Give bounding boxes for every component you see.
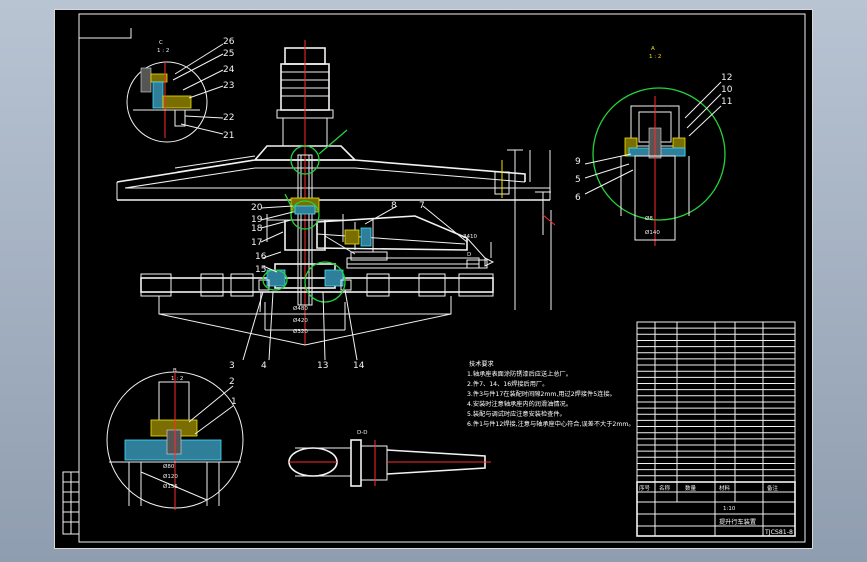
svg-text:Ø420: Ø420 [293,317,308,324]
callout-5: 5 [575,175,581,185]
callout-11: 11 [721,97,732,107]
section-dd: D-D [288,430,491,487]
svg-text:Ø480: Ø480 [293,305,308,312]
detail-right: A 1 : 2 Ø8 Ø140 12 10 11 9 5 6 [575,46,733,246]
svg-text:B: B [173,368,177,374]
svg-text:Ø155: Ø155 [163,483,178,490]
drawing-title: 提升行车装置 [719,518,756,526]
callout-19: 19 [251,215,263,225]
svg-text:Ø120: Ø120 [163,473,178,480]
callout-23: 23 [223,81,234,91]
detail-circle-b-marker [304,261,346,303]
callout-26: 26 [223,37,235,47]
callout-13: 13 [317,361,328,371]
callout-8: 8 [391,201,397,211]
drawing-border [78,13,806,543]
main-assembly: Ø480 Ø420 Ø320 3410 D [116,40,556,361]
callout-17: 17 [251,238,262,248]
callout-4: 4 [261,361,267,371]
svg-text:1 : 2: 1 : 2 [171,376,183,382]
callout-7: 7 [419,201,425,211]
svg-text:Ø320: Ø320 [293,328,308,335]
callout-6: 6 [575,193,581,203]
col-header-mat: 材料 [719,484,731,492]
detail-c: C 1 : 2 26 25 24 23 22 21 [126,37,235,143]
rake-arm [316,215,468,251]
tech-req-line-4: 4.安装时注意轴承座内的润滑油情况。 [467,400,572,408]
svg-text:1 : 2: 1 : 2 [157,48,169,54]
svg-text:Ø80: Ø80 [163,463,175,470]
callout-9: 9 [575,157,581,167]
cad-drawing: Ø480 Ø420 Ø320 3410 D 3 4 13 14 15 16 [62,13,806,543]
svg-text:Ø140: Ø140 [645,229,660,236]
tech-requirements: 技术要求 1.轴承座表面涂防锈漆后应送上总厂。 2.件7、14、16焊接后用厂。… [467,360,635,428]
drawing-canvas: Ø480 Ø420 Ø320 3410 D 3 4 13 14 15 16 [54,9,813,549]
left-strip-table [62,471,80,535]
callout-20: 20 [251,203,263,213]
callout-25: 25 [223,49,234,59]
col-header-remark: 备注 [767,484,779,492]
callout-24: 24 [223,65,235,75]
scale: 1:10 [723,506,736,512]
svg-text:D-D: D-D [357,430,367,436]
corner-box [78,14,132,39]
tech-req-title: 技术要求 [469,360,494,368]
tech-req-line-6: 6.件1与件12焊接,注意与轴承座中心符合,误差不大于2mm。 [467,420,635,428]
title-block: 序号 名称 数量 材料 备注 1:10 提升行车装置 TJCS81-8 [636,481,796,537]
callout-labels: 3 4 13 14 15 16 17 18 19 20 8 7 [229,201,425,371]
col-header-name: 名称 [659,484,671,492]
col-header-no: 序号 [639,484,651,492]
callout-16: 16 [255,252,267,262]
col-header-qty: 数量 [685,484,697,492]
tech-req-line-1: 1.轴承座表面涂防锈漆后应送上总厂。 [467,370,572,378]
svg-text:C: C [159,40,163,46]
callout-14: 14 [353,361,365,371]
callout-3: 3 [229,361,235,371]
tech-req-line-5: 5.装配与调试时应注意安装检查件。 [467,410,566,418]
callout-15: 15 [255,265,266,275]
callout-21: 21 [223,131,234,141]
callout-2: 2 [229,377,235,387]
svg-text:1 : 2: 1 : 2 [649,54,661,60]
svg-text:A: A [651,46,655,52]
callout-10: 10 [721,85,733,95]
tech-req-line-3: 3.件3与件17在装配时间隙2mm,用过2焊接件5连接。 [467,390,616,398]
tech-req-line-2: 2.件7、14、16焊接后用厂。 [467,380,548,388]
callout-18: 18 [251,224,263,234]
detail-circle-c-marker [290,145,320,175]
bottom-beam [140,277,494,293]
callout-22: 22 [223,113,234,123]
dimension-text: 3410 [463,234,477,240]
parts-rows [637,327,795,477]
callout-12: 12 [721,73,732,83]
drawing-number: TJCS81-8 [764,529,793,536]
callout-1: 1 [231,397,237,407]
svg-text:Ø8: Ø8 [645,215,653,222]
detail-b: B 1 : 2 Ø80 Ø120 Ø155 2 1 [106,368,244,510]
svg-text:D: D [467,252,471,258]
top-cover [116,159,526,183]
